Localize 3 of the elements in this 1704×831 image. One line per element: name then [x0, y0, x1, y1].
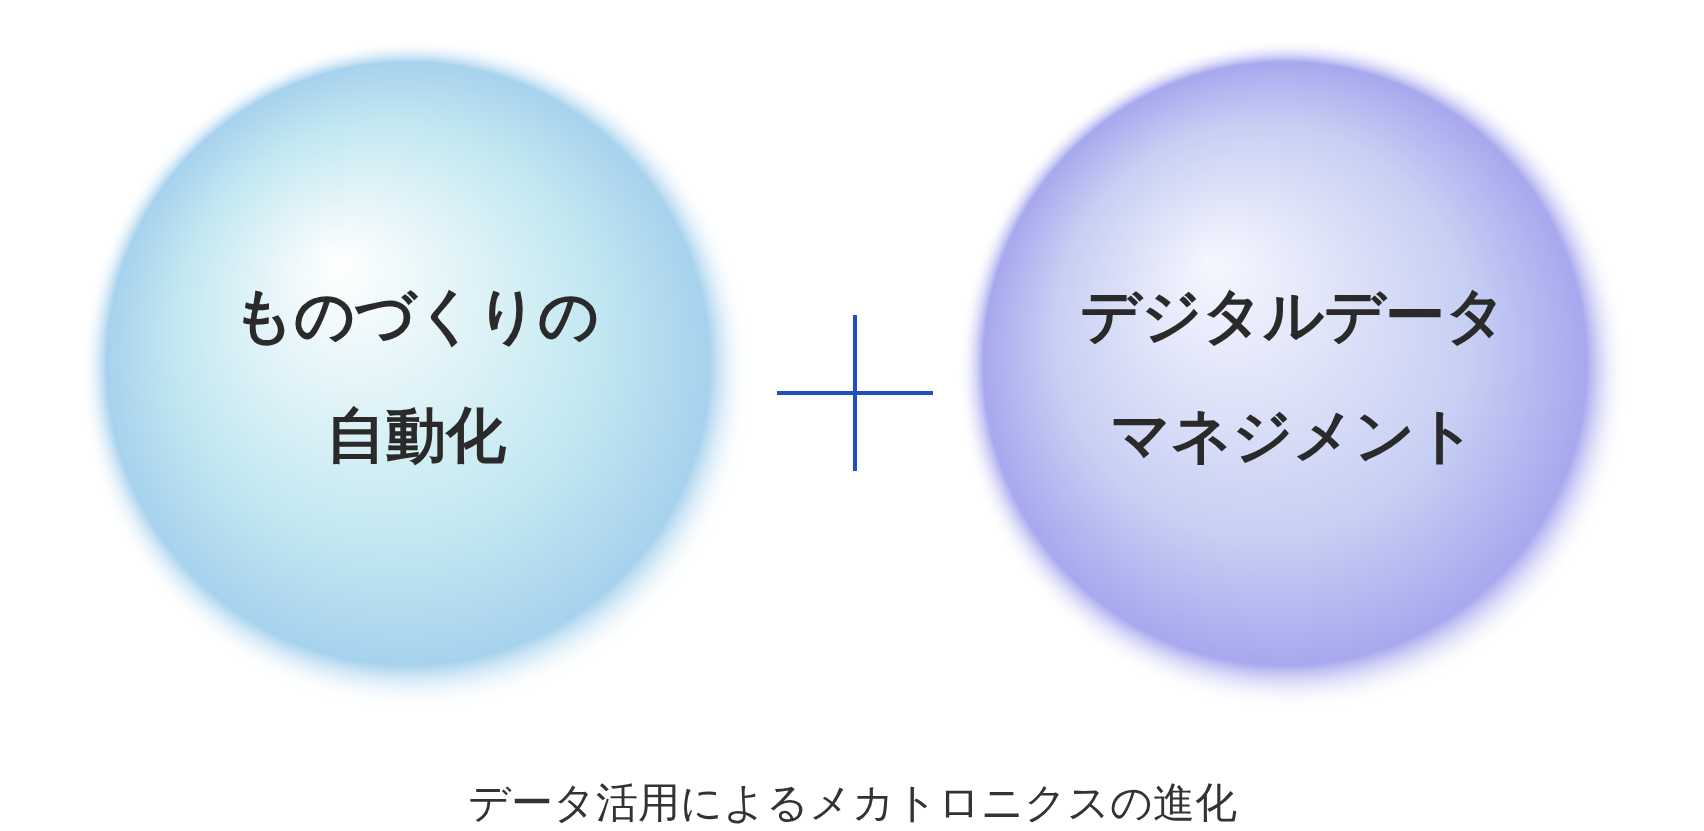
circle-label: デジタルデータマネジメント: [1079, 279, 1507, 472]
caption: データ活用によるメカトロニクスの進化: [467, 778, 1237, 827]
circle-label: ものづくりの自動化: [232, 279, 600, 472]
